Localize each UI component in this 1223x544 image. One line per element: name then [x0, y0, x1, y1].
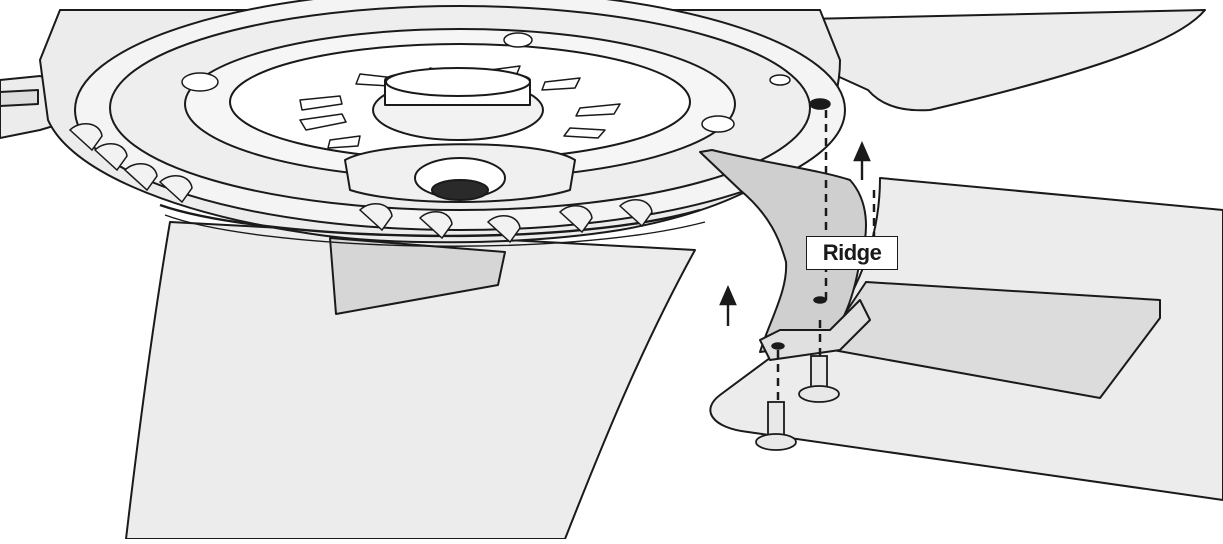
housing-rim-lower: [164, 214, 706, 247]
bracket-lower-flange: [759, 299, 871, 361]
blade-top-right: [759, 9, 1206, 112]
ridge-callout-label: Ridge: [822, 240, 882, 265]
blade-back-left-bracket: [0, 89, 39, 107]
flange-bolts: [181, 32, 831, 133]
screw-icon: [755, 401, 797, 451]
screw-icon: [798, 355, 840, 403]
housing-rim: [159, 203, 701, 238]
up-arrow-icon: [719, 285, 737, 326]
blade-lower-left-bracket: [329, 237, 506, 315]
bracket-screw-holes: [771, 296, 827, 350]
ridge-callout: Ridge: [806, 236, 898, 270]
shaft-bore: [431, 179, 489, 201]
up-arrow-icon: [853, 141, 871, 180]
motor-hub-top: [385, 67, 531, 97]
rim-hooks: [68, 123, 653, 244]
